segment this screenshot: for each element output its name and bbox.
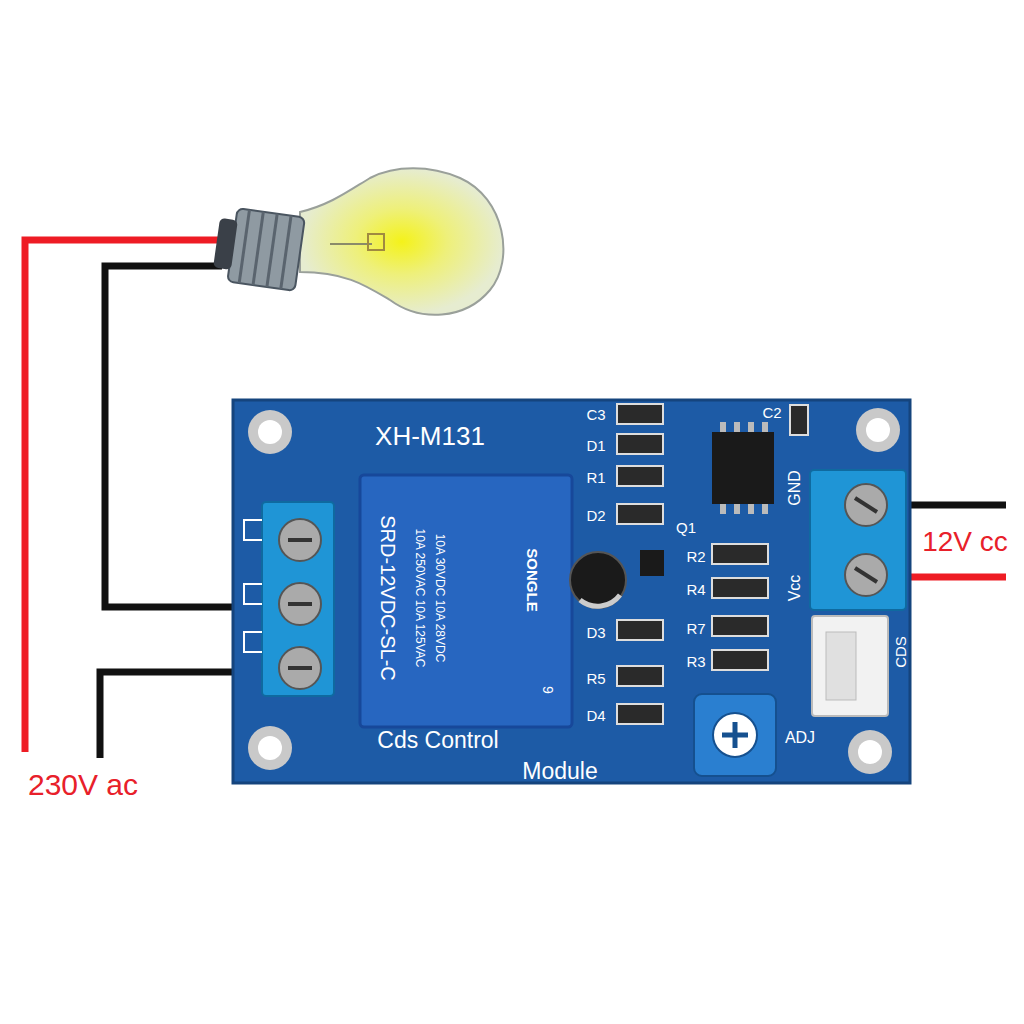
part-ref: Q1	[676, 520, 696, 535]
relay-marking: 10A 30VDC 10A 28VDC	[434, 534, 446, 663]
part-ref: R3	[686, 654, 705, 669]
part-ref: R7	[686, 621, 705, 636]
pin-name: ADJ	[785, 730, 815, 746]
part-ref: D4	[586, 708, 605, 723]
relay-brand: SONGLE	[525, 548, 540, 611]
lamp-wire	[105, 266, 245, 607]
part-ref: R1	[586, 470, 605, 485]
relay-marking: 9	[541, 686, 555, 694]
relay-module	[233, 400, 910, 783]
board-model: XH-M131	[375, 423, 485, 449]
supply-label: 230V ac	[28, 770, 138, 800]
relay-marking: SRD-12VDC-SL-C	[378, 515, 398, 681]
pin-name: GND	[787, 470, 803, 506]
neutral-wire	[100, 672, 245, 758]
pin-name: Vcc	[787, 575, 803, 602]
part-ref: C3	[586, 407, 605, 422]
part-ref: C2	[762, 405, 781, 420]
part-ref: R4	[686, 582, 705, 597]
pin-name: CDS	[893, 636, 908, 668]
part-ref: D2	[586, 508, 605, 523]
board-name: Module	[522, 760, 597, 783]
relay-marking: 10A 250VAC 10A 125VAC	[414, 529, 426, 668]
vcc-wire	[900, 574, 1006, 581]
part-ref: R2	[686, 549, 705, 564]
board-name: Cds Control	[377, 729, 498, 752]
part-ref: R5	[586, 671, 605, 686]
gnd-wire	[900, 502, 1006, 509]
part-ref: D3	[586, 625, 605, 640]
part-ref: D1	[586, 438, 605, 453]
light-bulb	[211, 168, 503, 315]
supply-label: 12V cc	[922, 528, 1008, 556]
